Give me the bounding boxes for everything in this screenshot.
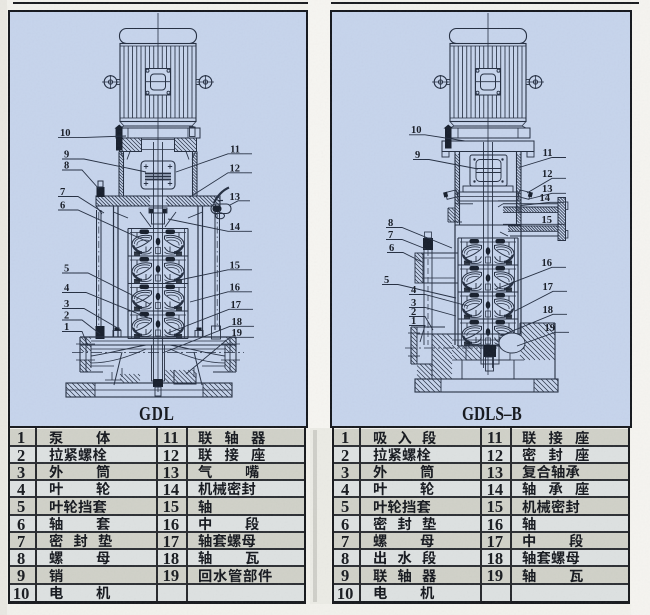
svg-text:18: 18 xyxy=(543,305,554,316)
svg-text:17: 17 xyxy=(543,282,554,293)
svg-text:19: 19 xyxy=(545,323,556,334)
svg-text:16: 16 xyxy=(542,258,553,269)
svg-text:13: 13 xyxy=(230,192,241,203)
svg-text:12: 12 xyxy=(542,169,553,180)
